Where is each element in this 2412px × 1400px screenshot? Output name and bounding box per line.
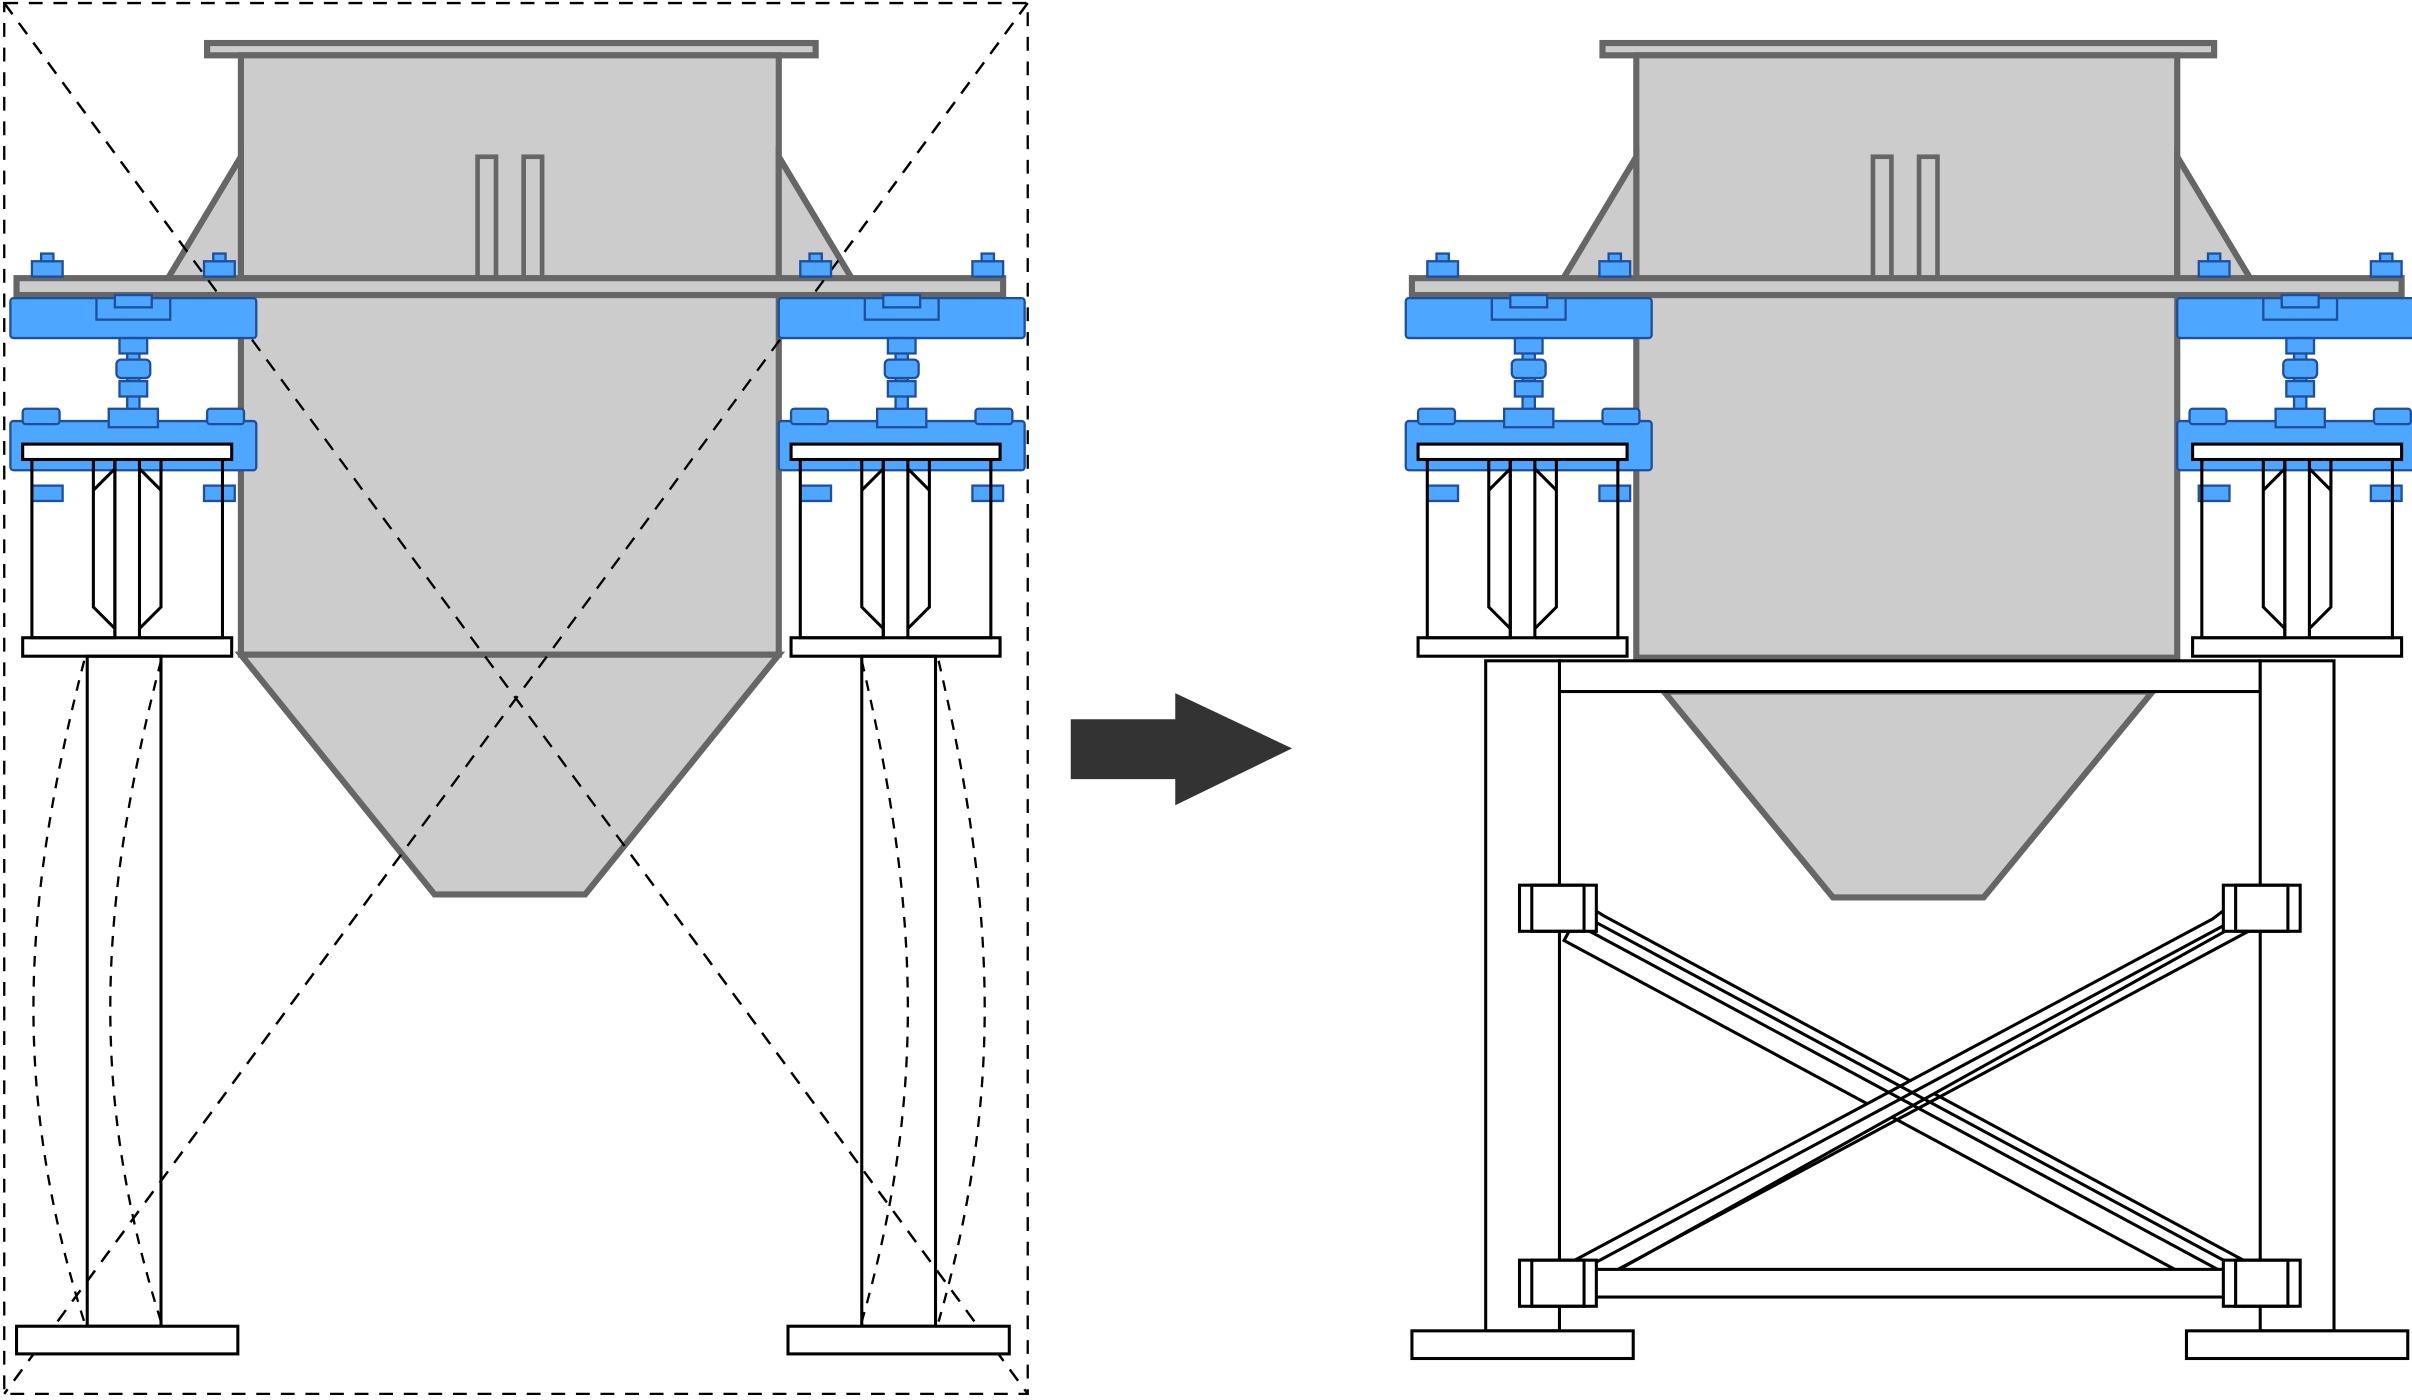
i-beam-icon [21,442,234,658]
buckling-curve [32,660,86,1322]
hopper-icon [13,39,1007,898]
buckling-curve [937,660,986,1322]
panel-before-unbraced [3,1,1029,1396]
tie-beam-top [1557,659,2262,694]
column-left [1484,659,1561,1333]
brace-clamp [2221,883,2302,933]
column-left [85,654,163,1328]
x-bracing [1549,901,2287,1309]
deflection-envelope [3,1,1029,1396]
column-right [2258,659,2336,1333]
panel-after-braced [1404,39,2412,1361]
brace-clamp [1517,1258,1598,1308]
base-plate [15,1324,240,1356]
brace-clamp [2221,1258,2302,1308]
arrow-right-icon [1070,693,1293,806]
base-plate [786,1324,1011,1356]
base-plate [2184,1329,2410,1361]
i-beam-icon [789,442,1002,658]
tie-beam-bottom [1591,1267,2228,1299]
brace-clamp [1517,883,1598,933]
buckling-curve [860,660,909,1322]
base-plate [1410,1329,1635,1361]
column-right [860,654,938,1328]
buckling-curve [109,660,163,1322]
i-beam-icon [2191,442,2404,658]
i-beam-icon [1416,442,1629,658]
